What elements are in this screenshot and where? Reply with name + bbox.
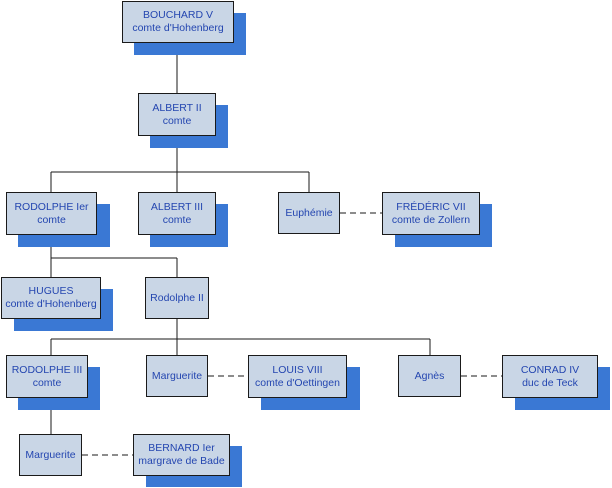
node-name: BOUCHARD V — [142, 9, 213, 21]
node-bouchard-v: BOUCHARD V comte d'Hohenberg — [122, 1, 234, 43]
node-name: RODOLPHE Ier — [14, 200, 89, 213]
node-name: Euphémie — [285, 206, 333, 219]
node-title: comte — [162, 213, 192, 226]
node-name: ALBERT III — [150, 200, 204, 213]
node-hugues: HUGUES comte d'Hohenberg — [1, 277, 101, 319]
node-name: Agnès — [414, 369, 445, 382]
node-bernard-ier: BERNARD Ier margrave de Bade — [133, 434, 230, 476]
node-marguerite-daughter: Marguerite — [19, 434, 82, 476]
node-name: FRÉDÉRIC VII — [396, 200, 466, 213]
node-albert-ii: ALBERT II comte — [138, 93, 216, 136]
node-name: ALBERT II — [152, 101, 202, 114]
node-title: comte — [37, 213, 66, 226]
node-albert-iii: ALBERT III comte — [138, 192, 216, 235]
node-title: comte d'Oettingen — [255, 376, 340, 389]
node-name: HUGUES — [28, 285, 74, 297]
node-title: duc de Teck — [522, 376, 578, 389]
node-rodolphe-ii: Rodolphe II — [145, 277, 209, 319]
node-frederic-vii: FRÉDÉRIC VII comte de Zollern — [382, 192, 480, 235]
node-name: RODOLPHE III — [11, 363, 83, 376]
node-title: margrave de Bade — [138, 455, 225, 467]
node-title: comte d'Hohenberg — [5, 298, 97, 310]
node-name: Marguerite — [151, 369, 203, 382]
node-euphemie: Euphémie — [278, 192, 340, 234]
node-title: comte de Zollern — [391, 213, 471, 226]
node-name: LOUIS VIII — [272, 363, 323, 376]
node-louis-viii: LOUIS VIII comte d'Oettingen — [248, 355, 347, 398]
node-title: comte — [32, 376, 62, 389]
node-marguerite: Marguerite — [146, 355, 208, 397]
node-name: Marguerite — [25, 448, 76, 461]
node-rodolphe-ier: RODOLPHE Ier comte — [6, 192, 97, 235]
node-title: comte d'Hohenberg — [132, 22, 224, 34]
node-name: Rodolphe II — [150, 291, 204, 304]
node-name: BERNARD Ier — [148, 442, 215, 454]
node-name: CONRAD IV — [520, 363, 580, 376]
node-agnes: Agnès — [398, 355, 461, 397]
node-rodolphe-iii: RODOLPHE III comte — [6, 355, 88, 398]
node-title: comte — [162, 114, 192, 127]
node-conrad-iv: CONRAD IV duc de Teck — [502, 355, 598, 398]
